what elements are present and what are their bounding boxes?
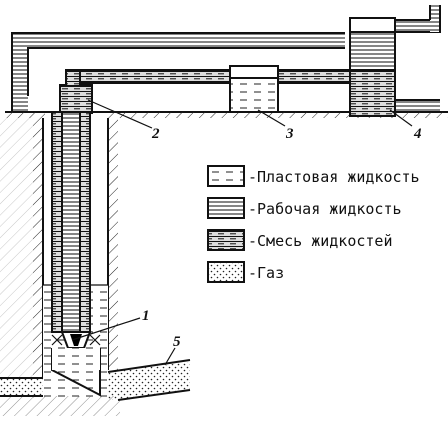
working-fluid-tank [349,17,396,117]
callout-2: 2 [151,126,160,142]
legend: -Пластовая жидкость -Рабочая жидкость -С… [207,165,420,283]
legend-label-fluid-mixture: -Смесь жидкостей [248,232,393,250]
separator-tank [229,65,279,113]
callout-4: 4 [413,126,422,142]
legend-label-formation-fluid: -Пластовая жидкость [248,168,420,186]
legend-swatch-working-fluid [207,197,245,219]
formation-layer [0,118,191,416]
legend-swatch-formation-fluid [207,165,245,187]
callout-5: 5 [173,334,181,350]
callout-1: 1 [142,308,150,324]
legend-swatch-gas [207,261,245,283]
legend-label-gas: -Газ [248,264,284,282]
callout-leaders [71,99,413,366]
legend-label-working-fluid: -Рабочая жидкость [248,200,402,218]
wellhead [59,69,93,114]
surface-pipeline [11,5,441,113]
callout-3: 3 [285,126,294,142]
well-bore [33,111,118,398]
legend-swatch-fluid-mixture [207,229,245,251]
